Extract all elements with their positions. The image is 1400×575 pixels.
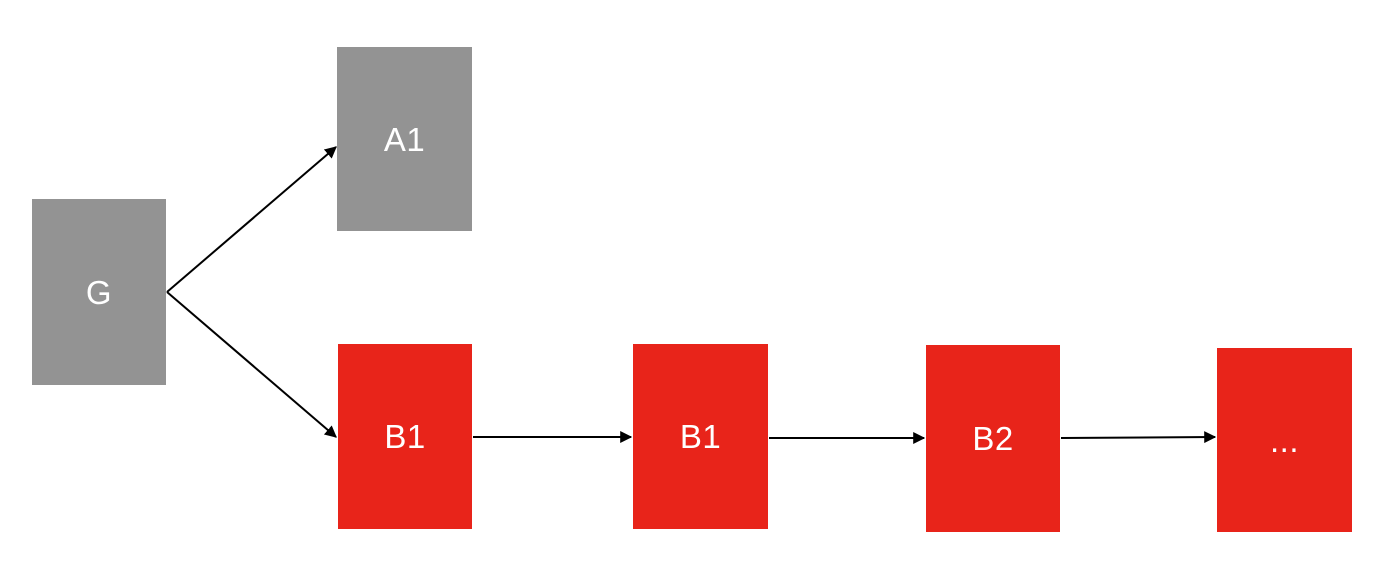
node-a1: A1 bbox=[337, 47, 472, 231]
node-a1-label: A1 bbox=[383, 120, 426, 158]
node-ellipsis: ... bbox=[1217, 348, 1352, 532]
edge-g-to-b1a bbox=[166, 291, 337, 438]
node-b1-second: B1 bbox=[633, 344, 768, 529]
edge-g-to-a1 bbox=[166, 146, 337, 293]
node-b2-label: B2 bbox=[972, 420, 1014, 457]
edge-b2-to-more bbox=[1060, 431, 1217, 444]
node-b1-second-label: B1 bbox=[679, 418, 722, 455]
node-b1-first: B1 bbox=[338, 344, 472, 529]
node-b1-first-label: B1 bbox=[384, 418, 426, 455]
node-ellipsis-label: ... bbox=[1269, 421, 1299, 459]
node-g: G bbox=[32, 199, 166, 385]
node-g-label: G bbox=[85, 273, 113, 311]
node-b2: B2 bbox=[926, 345, 1060, 532]
